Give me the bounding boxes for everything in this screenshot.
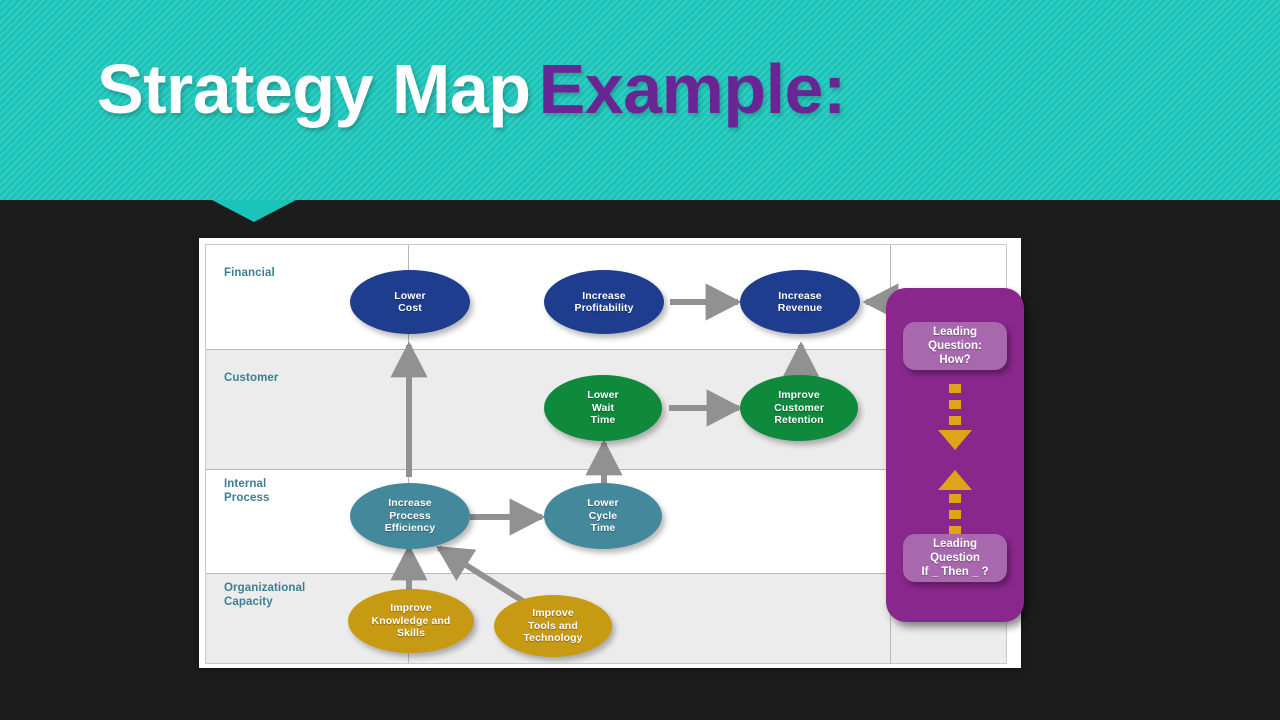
- perspective-label-organizational-capacity: Organizational Capacity: [224, 582, 306, 608]
- node-lower-cost[interactable]: Lower Cost: [350, 270, 470, 334]
- title-accent-text: Example:: [538, 50, 847, 128]
- down-arrow-icon: [938, 430, 972, 450]
- node-improve-customer-retention[interactable]: Improve Customer Retention: [740, 375, 858, 441]
- leading-question-how-box[interactable]: Leading Question: How?: [903, 322, 1007, 370]
- dash-segment: [949, 384, 961, 393]
- title-main-text: Strategy Map: [97, 50, 531, 128]
- perspective-label-financial: Financial: [224, 267, 275, 279]
- perspective-label-customer: Customer: [224, 372, 279, 384]
- dash-segment: [949, 416, 961, 425]
- header-notch-triangle: [212, 200, 296, 222]
- node-increase-profitability[interactable]: Increase Profitability: [544, 270, 664, 334]
- dash-segment: [949, 400, 961, 409]
- leading-questions-panel: Leading Question: How? Leading Question …: [886, 288, 1024, 622]
- strategy-map-diagram: Financial Customer Internal Process Orga…: [205, 244, 1007, 664]
- dash-segment: [949, 526, 961, 535]
- node-lower-cycle-time[interactable]: Lower Cycle Time: [544, 483, 662, 549]
- perspective-label-internal-process: Internal Process: [224, 478, 270, 504]
- leading-question-if-then-box[interactable]: Leading Question If _ Then _ ?: [903, 534, 1007, 582]
- node-increase-process-efficiency[interactable]: Increase Process Efficiency: [350, 483, 470, 549]
- header-banner: [0, 0, 1280, 200]
- node-lower-wait-time[interactable]: Lower Wait Time: [544, 375, 662, 441]
- strategy-map-card: Financial Customer Internal Process Orga…: [199, 238, 1021, 668]
- node-increase-revenue[interactable]: Increase Revenue: [740, 270, 860, 334]
- node-improve-tools-and-technology[interactable]: Improve Tools and Technology: [494, 595, 612, 657]
- dash-segment: [949, 494, 961, 503]
- up-arrow-icon: [938, 470, 972, 490]
- dash-segment: [949, 510, 961, 519]
- node-improve-knowledge-and-skills[interactable]: Improve Knowledge and Skills: [348, 589, 474, 653]
